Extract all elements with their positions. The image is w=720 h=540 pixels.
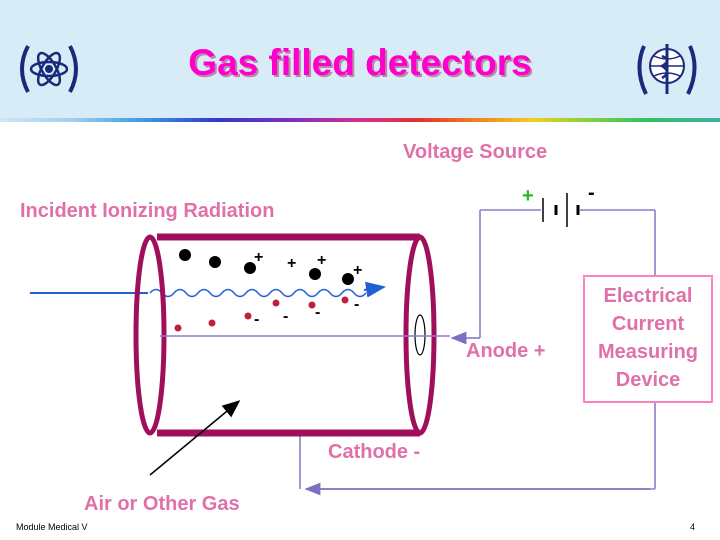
gas-label: Air or Other Gas [84, 493, 240, 515]
battery-minus-sign: - [588, 182, 595, 204]
svg-text:-: - [254, 311, 259, 328]
device-label-line3: Measuring [598, 341, 698, 363]
gas-pointer-arrow [149, 400, 241, 476]
ion-particles: + + + + - - - - [174, 249, 362, 332]
battery-plus-sign: + [522, 185, 534, 207]
svg-text:-: - [315, 304, 320, 321]
header-divider [0, 118, 720, 122]
device-label-line4: Device [616, 369, 681, 391]
device-label-line1: Electrical [604, 285, 693, 307]
incident-radiation-label: Incident Ionizing Radiation [20, 200, 274, 222]
cathode-label: Cathode - [328, 441, 420, 463]
svg-text:+: + [353, 262, 362, 279]
footer-page-number: 4 [690, 522, 696, 532]
device-label-line2: Current [612, 313, 685, 335]
voltage-source-label: Voltage Source [403, 141, 547, 163]
svg-text:+: + [287, 255, 296, 272]
measuring-device-box [583, 275, 713, 403]
header-band [0, 0, 720, 118]
footer-module-label: Module Medical V [16, 522, 88, 532]
anode-label: Anode + [466, 340, 545, 362]
svg-text:-: - [283, 308, 288, 325]
who-emblem-logo-icon [637, 44, 697, 95]
svg-text:-: - [354, 296, 359, 313]
radiation-exit-arrow [363, 281, 386, 298]
gas-detector-diagram: Voltage Source + - Incident Ionizing Rad… [20, 141, 713, 515]
svg-text:+: + [254, 249, 263, 266]
svg-text:+: + [317, 252, 326, 269]
iaea-atom-logo-icon [20, 45, 78, 93]
page-title: Gas filled detectors [188, 42, 532, 83]
battery-icon [480, 193, 655, 227]
radiation-wave [149, 288, 367, 298]
